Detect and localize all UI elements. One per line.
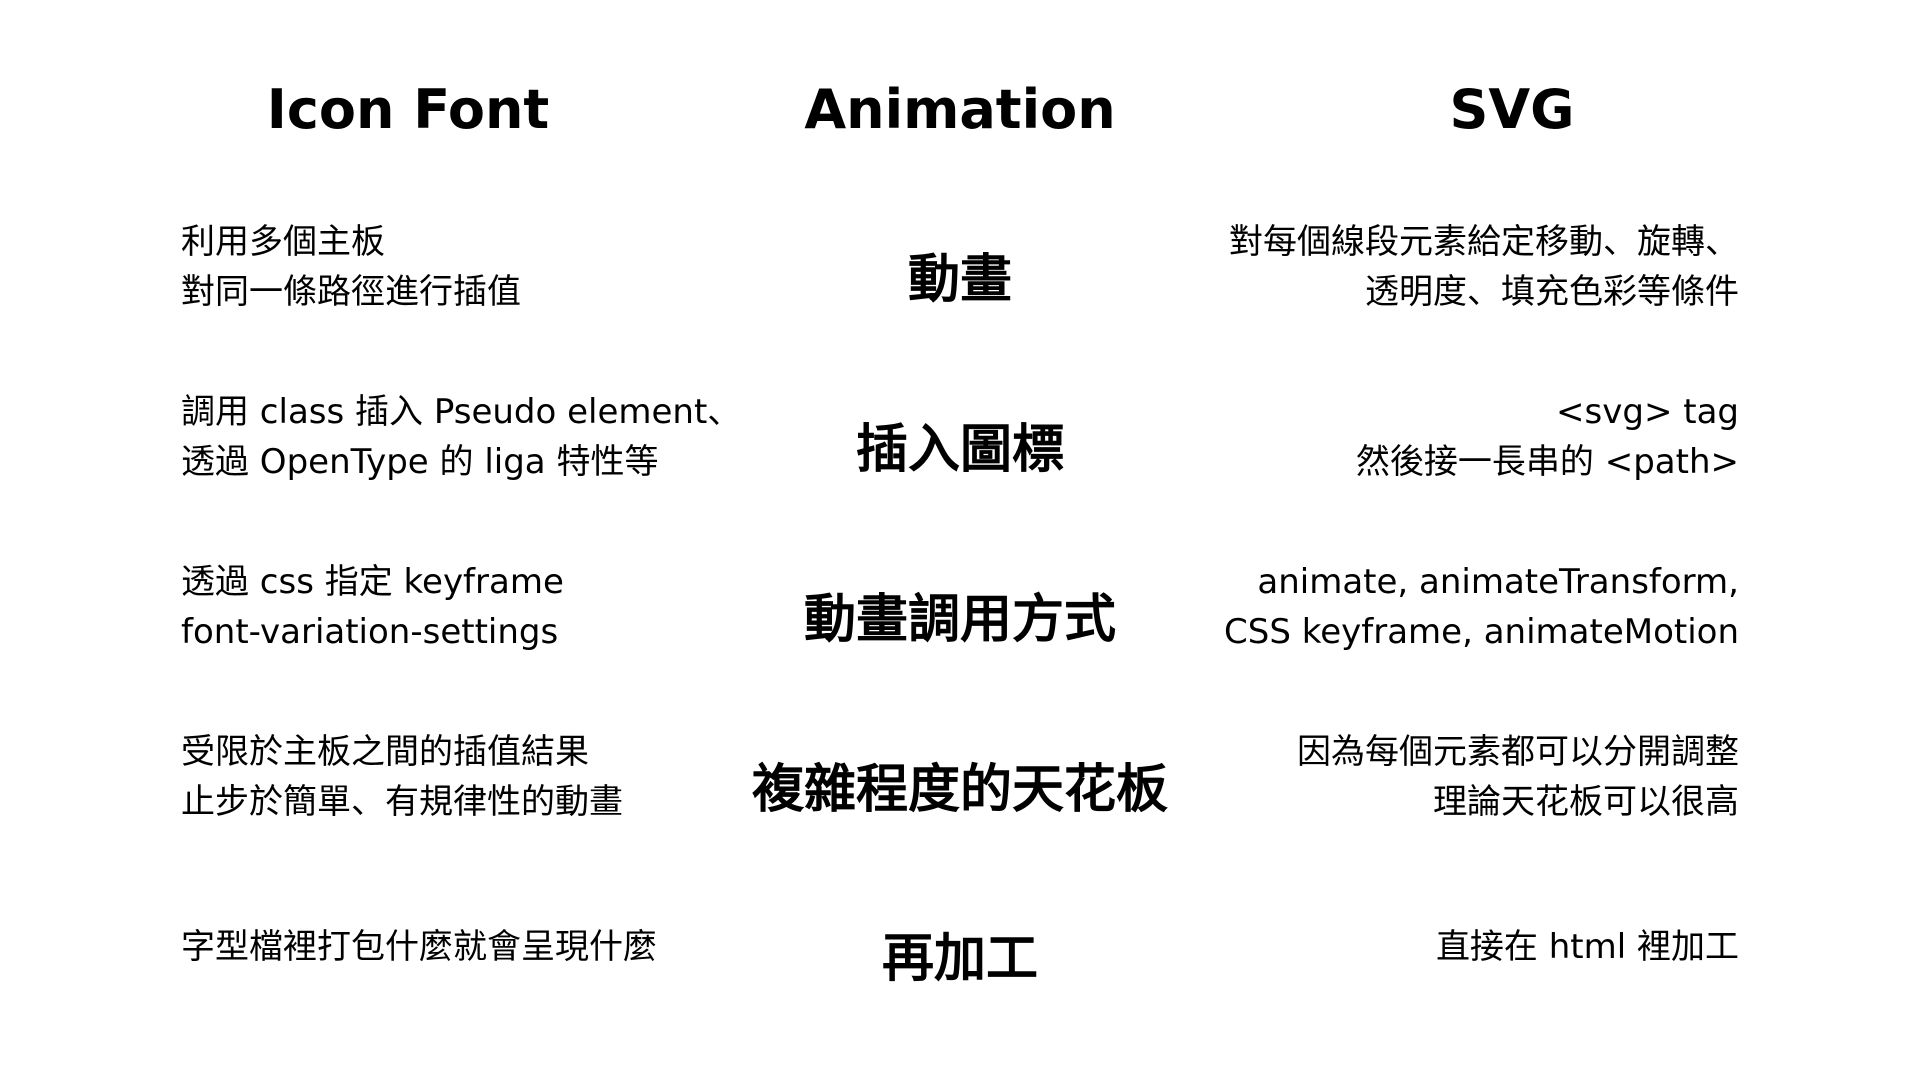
comparison-row-insert-icon: 調用 class 插入 Pseudo element、 透過 OpenType …	[0, 387, 1920, 507]
text-line: 直接在 html 裡加工	[1435, 927, 1739, 967]
column-header-animation: Animation	[804, 78, 1116, 141]
text-line: font-variation-settings	[181, 612, 559, 652]
text-line: 利用多個主板	[181, 222, 385, 262]
comparison-row-animation: 利用多個主板 對同一條路徑進行插值 動畫 對每個線段元素給定移動、旋轉、 透明度…	[0, 217, 1920, 337]
row-topic: 插入圖標	[855, 420, 1064, 480]
comparison-row-post-processing: 字型檔裡打包什麼就會呈現什麼 再加工 直接在 html 裡加工	[0, 922, 1920, 1042]
text-line: 調用 class 插入 Pseudo element、	[181, 392, 742, 432]
row-topic: 動畫調用方式	[803, 590, 1116, 650]
icon-font-cell: 利用多個主板 對同一條路徑進行插值	[181, 217, 521, 317]
icon-font-cell: 透過 css 指定 keyframe font-variation-settin…	[181, 557, 564, 657]
text-line: <svg> tag	[1556, 392, 1739, 432]
text-line: CSS keyframe, animateMotion	[1224, 612, 1739, 652]
icon-font-cell: 受限於主板之間的插值結果 止步於簡單、有規律性的動畫	[181, 727, 623, 827]
text-line: animate, animateTransform,	[1257, 562, 1739, 602]
column-header-svg: SVG	[1449, 78, 1575, 141]
text-line: 受限於主板之間的插值結果	[181, 732, 589, 772]
text-line: 理論天花板可以很高	[1433, 782, 1739, 822]
icon-font-cell: 字型檔裡打包什麼就會呈現什麼	[181, 922, 657, 972]
comparison-row-animation-method: 透過 css 指定 keyframe font-variation-settin…	[0, 557, 1920, 677]
svg-cell: 對每個線段元素給定移動、旋轉、 透明度、填充色彩等條件	[1229, 217, 1739, 317]
icon-font-cell: 調用 class 插入 Pseudo element、 透過 OpenType …	[181, 387, 741, 487]
svg-cell: 因為每個元素都可以分開調整 理論天花板可以很高	[1297, 727, 1739, 827]
svg-cell: 直接在 html 裡加工	[1436, 922, 1739, 972]
text-line: 字型檔裡打包什麼就會呈現什麼	[181, 927, 657, 967]
text-line: 透明度、填充色彩等條件	[1365, 272, 1739, 312]
svg-cell: <svg> tag 然後接一長串的 <path>	[1356, 387, 1739, 487]
row-topic: 再加工	[881, 929, 1038, 989]
text-line: 對每個線段元素給定移動、旋轉、	[1229, 222, 1739, 262]
comparison-row-complexity: 受限於主板之間的插值結果 止步於簡單、有規律性的動畫 複雜程度的天花板 因為每個…	[0, 727, 1920, 847]
text-line: 透過 OpenType 的 liga 特性等	[181, 442, 659, 482]
text-line: 對同一條路徑進行插值	[181, 272, 521, 312]
text-line: 透過 css 指定 keyframe	[181, 562, 564, 602]
text-line: 然後接一長串的 <path>	[1355, 442, 1739, 482]
column-header-icon-font: Icon Font	[266, 78, 550, 141]
svg-cell: animate, animateTransform, CSS keyframe,…	[1224, 557, 1739, 657]
row-topic: 動畫	[907, 250, 1012, 310]
text-line: 因為每個元素都可以分開調整	[1297, 732, 1739, 772]
text-line: 止步於簡單、有規律性的動畫	[181, 782, 623, 822]
row-topic: 複雜程度的天花板	[751, 760, 1168, 820]
